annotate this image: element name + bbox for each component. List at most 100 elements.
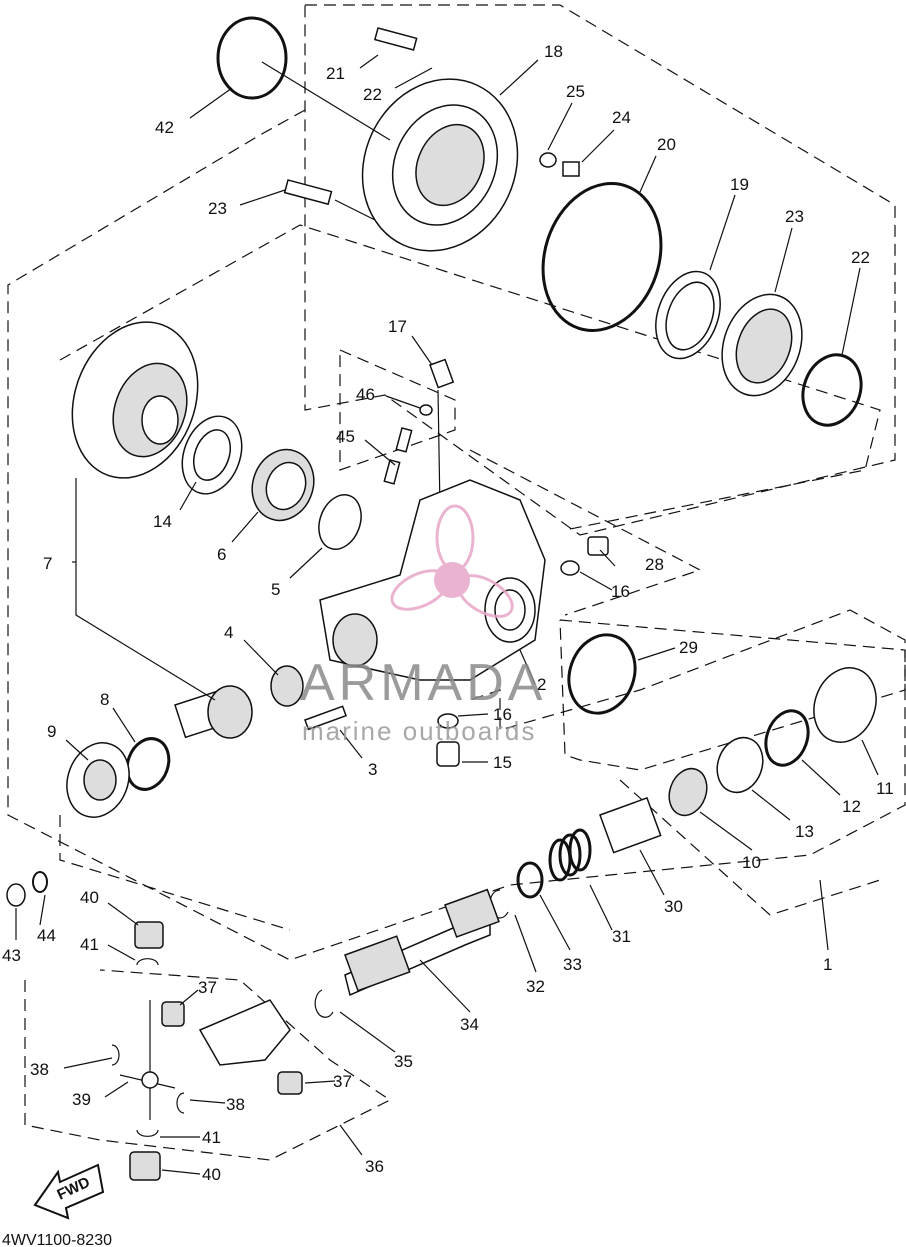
callout-19: 19	[730, 175, 749, 194]
washer-33	[516, 861, 544, 899]
breather-17	[429, 358, 455, 389]
watermark-brand: ARMADA	[300, 654, 546, 712]
callout-5: 5	[271, 580, 280, 599]
callout-46: 46	[356, 385, 375, 404]
collar-30	[599, 796, 662, 854]
stud-3	[304, 705, 347, 731]
callout-29: 29	[679, 638, 698, 657]
clip-41b	[136, 1129, 159, 1137]
clip-38a	[111, 1044, 120, 1066]
callout-41a: 41	[80, 935, 99, 954]
universal-joint-36	[111, 921, 303, 1181]
drawing-code: 4WV1100-8230	[2, 1232, 112, 1247]
bolt-25	[283, 179, 333, 206]
callout-22: 22	[851, 248, 870, 267]
callout-12: 12	[842, 797, 861, 816]
pin-45a	[395, 427, 413, 453]
oil-seal-13	[716, 736, 764, 794]
callout-8: 8	[100, 690, 109, 709]
callout-4: 4	[224, 623, 233, 642]
callout-35: 35	[394, 1052, 413, 1071]
callout-1: 1	[823, 955, 832, 974]
callout-30: 30	[664, 897, 683, 916]
callout-28: 28	[645, 555, 664, 574]
callout-3: 3	[368, 760, 377, 779]
bearing-housing-18	[361, 78, 519, 252]
callout-6: 6	[217, 545, 226, 564]
callout-21: 23	[785, 207, 804, 226]
callout-15: 15	[493, 753, 512, 772]
circlip-22	[801, 353, 863, 427]
drive-shaft-34	[344, 888, 500, 997]
washer-16b	[437, 713, 459, 729]
o-ring-42	[216, 16, 288, 100]
clip-41a	[136, 958, 159, 966]
washer-46	[419, 404, 433, 416]
callout-9: 9	[47, 722, 56, 741]
callout-39: 39	[72, 1090, 91, 1109]
callout-26: 24	[612, 108, 631, 127]
callout-20: 20	[657, 135, 676, 154]
bearing-cup-40b	[129, 1151, 161, 1181]
o-ring-12	[764, 709, 810, 767]
bearing-cup-37a	[161, 1001, 185, 1027]
group-boundaries	[7, 4, 906, 1161]
bearing-4	[270, 665, 304, 707]
callout-33: 33	[563, 955, 582, 974]
callout-2: 2	[537, 675, 546, 694]
propeller-logo-icon	[390, 504, 514, 618]
callout-17: 17	[388, 317, 407, 336]
callout-42: 42	[155, 118, 174, 137]
callout-labels: 42 21 22 18 25 24 20 23 19 23 22 17 46 4…	[2, 42, 894, 1184]
callout-25: 23	[208, 199, 227, 218]
callout-14: 14	[153, 512, 172, 531]
callout-7: 7	[43, 554, 52, 573]
circlip-35	[314, 989, 334, 1018]
spring-31	[548, 828, 592, 882]
bolt-23	[373, 27, 418, 51]
spider-39	[119, 1000, 176, 1120]
callout-31: 31	[612, 927, 631, 946]
bushing-10	[668, 767, 708, 817]
callout-16b: 16	[493, 705, 512, 724]
screw-26	[562, 161, 580, 177]
callout-18: 18	[544, 42, 563, 61]
shim-8	[125, 737, 171, 791]
drain-plug-15	[436, 741, 460, 767]
callout-45: 45	[336, 427, 355, 446]
o-ring-20	[541, 182, 663, 332]
callout-38a: 38	[30, 1060, 49, 1079]
callout-40b: 40	[202, 1165, 221, 1184]
ring-nut-11	[813, 667, 877, 743]
bearing-cup-37b	[277, 1071, 303, 1095]
callout-10: 10	[742, 853, 761, 872]
callout-37b: 37	[333, 1072, 352, 1091]
fwd-arrow-icon: FWD	[33, 1163, 105, 1220]
callout-27: 25	[566, 82, 585, 101]
callout-36: 36	[365, 1157, 384, 1176]
callout-37a: 37	[198, 978, 217, 997]
watermark-tagline: marine outboards	[302, 716, 536, 746]
leader-lines	[15, 54, 879, 1175]
callout-24: 22	[363, 85, 382, 104]
washer-16a	[560, 560, 580, 576]
ring-gear-7	[71, 321, 199, 479]
bearing-cup-40a	[134, 921, 164, 949]
callout-16a: 16	[611, 582, 630, 601]
washer-27	[539, 152, 557, 168]
callout-41b: 41	[202, 1128, 221, 1147]
callout-11: 11	[876, 779, 894, 798]
o-ring-29	[567, 633, 637, 715]
callout-44: 44	[37, 926, 56, 945]
watermark: ARMADA marine outboards	[300, 504, 546, 746]
nut-43	[6, 883, 26, 907]
washer-44	[32, 871, 48, 893]
pinion-shaft	[174, 685, 253, 739]
plug-28	[587, 536, 609, 556]
callout-13: 13	[795, 822, 814, 841]
yoke	[198, 999, 291, 1066]
clip-38b	[176, 1092, 185, 1114]
callout-34: 34	[460, 1015, 479, 1034]
callout-32: 32	[526, 977, 545, 996]
